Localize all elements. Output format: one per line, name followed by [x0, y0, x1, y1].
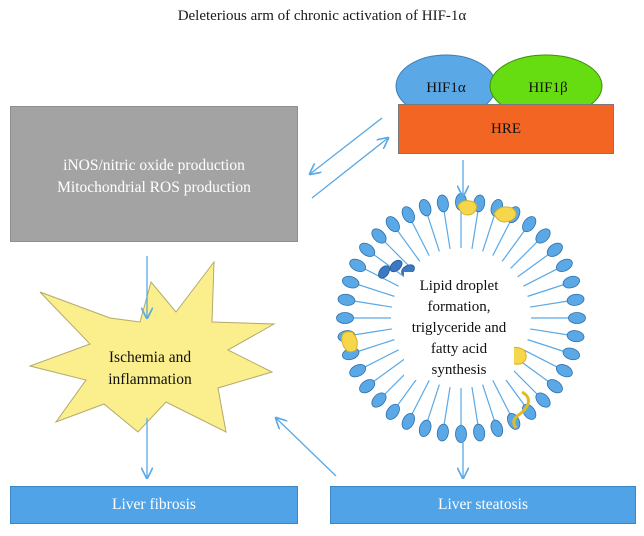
lipid-head	[359, 242, 376, 257]
lipid-head	[436, 423, 449, 442]
star-label-line1: Ischemia and	[109, 349, 191, 366]
lipid-head	[555, 364, 573, 378]
lipid-head	[337, 293, 356, 306]
lipid-tail	[358, 284, 395, 297]
ros-production-box: iNOS/nitric oxide production Mitochondri…	[10, 106, 298, 242]
droplet-label-line1: Lipid droplet	[420, 278, 500, 294]
hre-box: HRE	[398, 104, 614, 154]
lipid-tail	[527, 284, 564, 297]
lipid-tail	[354, 328, 392, 336]
lipid-head-inner	[378, 265, 390, 279]
lipid-head	[342, 275, 360, 289]
lipid-head	[418, 419, 432, 437]
fatty-acid-tail-right	[512, 390, 530, 429]
liver-fibrosis-box: Liver fibrosis	[10, 486, 298, 524]
ros-box-line2: Mitochondrial ROS production	[57, 179, 251, 196]
lipid-tail	[373, 254, 405, 278]
lipid-tail	[510, 241, 538, 269]
lipid-head	[555, 258, 573, 272]
lipid-tail	[373, 358, 405, 382]
droplet-label-line3: triglyceride and	[412, 320, 507, 336]
liver-steatosis-box: Liver steatosis	[330, 486, 636, 524]
lipid-head	[546, 242, 563, 257]
lipid-head	[535, 228, 551, 244]
lipid-tail	[523, 349, 558, 368]
lipid-head	[522, 216, 537, 233]
lipid-head	[371, 228, 387, 244]
lipid-head	[359, 379, 376, 394]
lipid-tail	[530, 300, 568, 308]
lipid-head	[562, 347, 580, 361]
lipid-tail	[384, 241, 412, 269]
lipid-head	[473, 423, 486, 442]
lipid-tail	[510, 367, 538, 395]
ischemia-star	[28, 260, 276, 433]
droplet-label-line4: fatty acid	[431, 341, 488, 357]
hre-label: HRE	[491, 121, 521, 137]
lipid-tail	[530, 328, 568, 336]
hif1b-label: HIF1β	[528, 80, 567, 96]
fatty-acid-blob-left	[341, 331, 358, 353]
lipid-tail	[427, 384, 440, 421]
lipid-tail	[411, 221, 430, 256]
lipid-tail	[427, 215, 440, 252]
lipid-head	[336, 312, 354, 324]
lipid-head	[562, 275, 580, 289]
lipid-head	[385, 403, 400, 420]
lipid-head	[490, 419, 504, 437]
liver-fibrosis-label: Liver fibrosis	[112, 496, 196, 513]
ros-box-line1: iNOS/nitric oxide production	[63, 157, 245, 174]
lipid-tail	[492, 380, 511, 415]
lipid-tail	[471, 211, 479, 249]
diagram-title: Deleterious arm of chronic activation of…	[177, 8, 467, 24]
lipid-head	[535, 392, 551, 408]
lipid-head-inner	[389, 259, 403, 273]
fatty-acid-blobs	[341, 200, 530, 429]
droplet-label-line2: formation,	[428, 299, 491, 315]
lipid-head	[349, 258, 367, 272]
lipid-tail	[501, 230, 525, 262]
droplet-label-backdrop	[404, 272, 514, 380]
lipid-head	[385, 216, 400, 233]
lipid-head	[418, 199, 432, 217]
lipid-head	[401, 206, 415, 224]
liver-steatosis-label: Liver steatosis	[438, 496, 528, 513]
lipid-head	[349, 364, 367, 378]
lipid-head	[568, 312, 586, 324]
lipid-head	[436, 194, 449, 213]
lipid-head	[546, 379, 563, 394]
lipid-tail	[358, 339, 395, 352]
lipid-head	[401, 412, 415, 430]
lipid-tail	[411, 380, 430, 415]
lipid-tail	[471, 387, 479, 425]
hif1a-label: HIF1α	[426, 80, 466, 96]
arrow-box-to-hre	[311, 138, 388, 199]
star-label-line2: inflammation	[108, 371, 192, 388]
fatty-acid-blob-top-right	[493, 206, 517, 223]
lipid-tail	[482, 215, 495, 252]
arrow-hre-to-box	[310, 117, 383, 174]
lipid-tail	[443, 387, 451, 425]
lipid-tail	[364, 349, 399, 368]
fatty-acid-blob-top	[457, 200, 478, 216]
lipid-tail	[492, 221, 511, 256]
lipid-tail	[354, 300, 392, 308]
lipid-head	[371, 392, 387, 408]
lipid-head	[566, 293, 585, 306]
lipid-tail	[397, 230, 421, 262]
lipid-tail	[482, 384, 495, 421]
lipid-tail	[517, 254, 549, 278]
droplet-label-line5: synthesis	[431, 362, 486, 378]
lipid-tail	[527, 339, 564, 352]
lipid-head	[566, 330, 585, 343]
lipid-head	[455, 425, 467, 443]
lipid-tail	[523, 268, 558, 287]
arrow-steatosis-to-star	[276, 418, 337, 477]
lipid-tail	[443, 211, 451, 249]
